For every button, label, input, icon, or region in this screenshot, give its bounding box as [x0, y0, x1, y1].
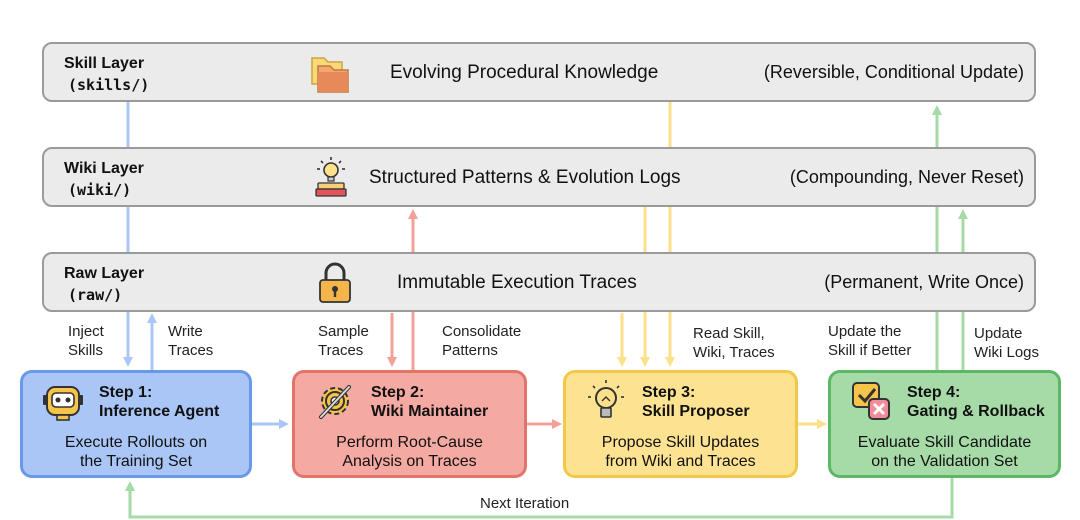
layer-dir: (skills/): [68, 76, 150, 94]
write-traces-label: Write Traces: [168, 323, 214, 359]
robot-icon: [43, 386, 83, 421]
layer-name: Wiki Layer: [64, 160, 144, 177]
step-description: Execute Rollouts on the Training Set: [64, 434, 208, 470]
gear-wrench-icon: [319, 385, 351, 419]
wiki-layer: Wiki Layer (wiki/) Structured Patterns &…: [42, 147, 1036, 207]
step-title: Step 4: Gating & Rollback: [907, 384, 1045, 420]
layer-dir: (raw/): [68, 286, 123, 304]
layer-note: (Compounding, Never Reset): [789, 167, 1024, 187]
inject-skills-label: Inject Skills: [68, 323, 104, 359]
step-title: Step 2: Wiki Maintainer: [371, 384, 489, 420]
step-4-gating-rollback: Step 4: Gating & Rollback Evaluate Skill…: [828, 370, 1061, 478]
folders-icon: [311, 57, 349, 93]
layer-name: Raw Layer: [64, 265, 145, 282]
step-title: Step 3: Skill Proposer: [642, 384, 750, 420]
step-1-inference-agent: Step 1: Inference Agent Execute Rollouts…: [20, 370, 252, 478]
step-description: Perform Root-Cause Analysis on Traces: [336, 434, 483, 470]
step-description: Evaluate Skill Candidate on the Validati…: [857, 434, 1032, 470]
next-iteration-arrow: [125, 478, 954, 519]
layer-description: Structured Patterns & Evolution Logs: [369, 167, 681, 188]
update-skill-label: Update the Skill if Better: [828, 323, 912, 359]
step-2-wiki-maintainer: Step 2: Wiki Maintainer Perform Root-Cau…: [292, 370, 527, 478]
layer-note: (Reversible, Conditional Update): [763, 62, 1024, 82]
next-iteration-label: Next Iteration: [480, 495, 570, 512]
update-wiki-logs-label: Update Wiki Logs: [974, 325, 1040, 361]
lightbulb-icon: [588, 380, 624, 418]
padlock-icon: [319, 262, 351, 303]
skill-layer: Skill Layer (skills/) Evolving Procedura…: [42, 42, 1036, 102]
step-title: Step 1: Inference Agent: [99, 384, 220, 420]
layer-description: Immutable Execution Traces: [397, 272, 637, 293]
check-cross-icon: [852, 382, 890, 420]
read-skill-wiki-traces-label: Read Skill, Wiki, Traces: [693, 325, 775, 361]
lightbulb-books-icon: [315, 157, 347, 197]
layer-note: (Permanent, Write Once): [824, 272, 1024, 292]
raw-layer: Raw Layer (raw/) Immutable Execution Tra…: [42, 252, 1036, 312]
sample-traces-label: Sample Traces: [318, 323, 369, 359]
layer-name: Skill Layer: [64, 55, 145, 72]
step-3-skill-proposer: Step 3: Skill Proposer Propose Skill Upd…: [563, 370, 798, 478]
layer-description: Evolving Procedural Knowledge: [390, 62, 659, 83]
layer-dir: (wiki/): [68, 181, 132, 199]
step-description: Propose Skill Updates from Wiki and Trac…: [601, 434, 760, 470]
consolidate-patterns-label: Consolidate Patterns: [442, 323, 522, 359]
